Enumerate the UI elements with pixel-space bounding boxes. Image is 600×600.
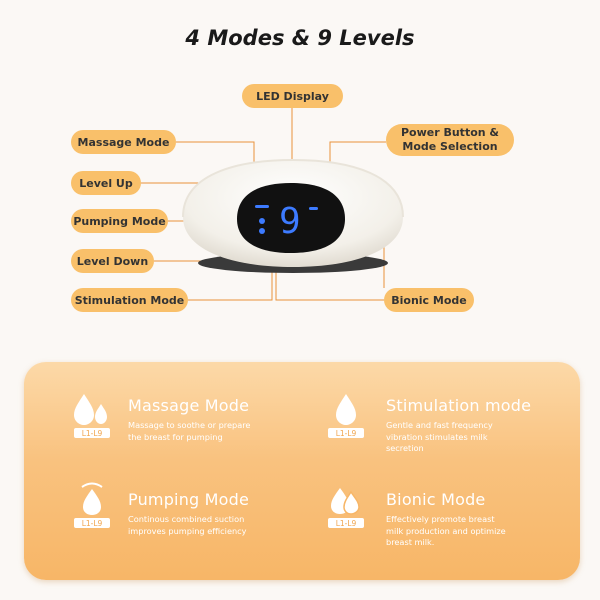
mode-name: Massage Mode [128, 396, 250, 415]
level-badge: L1-L9 [82, 429, 103, 438]
label-level-up: Level Up [71, 171, 141, 195]
led-display: 9 [279, 201, 301, 242]
led-digit: 9 [279, 201, 301, 242]
level-badge: L1-L9 [82, 519, 103, 528]
level-badge: L1-L9 [336, 429, 357, 438]
led-indicator-2 [259, 218, 265, 224]
overlapping-drops-icon: L1-L9 [328, 488, 364, 528]
led-indicator-3 [259, 228, 265, 234]
label-pumping-mode: Pumping Mode [71, 209, 168, 233]
page-title: 4 Modes & 9 Levels [185, 26, 415, 50]
led-indicator-4 [309, 207, 318, 210]
label-level-down: Level Down [71, 249, 154, 273]
mode-desc: Massage to soothe or prepare the breast … [128, 420, 251, 442]
drop-with-arc-icon: L1-L9 [74, 482, 110, 528]
modes-panel: L1-L9 Massage Mode Massage to soothe or … [24, 362, 580, 580]
mode-desc: Gentle and fast frequency vibration stim… [386, 420, 493, 453]
two-drops-icon: L1-L9 [74, 394, 110, 438]
label-massage-mode: Massage Mode [71, 130, 176, 154]
mode-name: Bionic Mode [386, 490, 486, 509]
label-bionic-mode: Bionic Mode [384, 288, 474, 312]
mode-name: Pumping Mode [128, 490, 250, 509]
mode-desc: Effectively promote breast milk producti… [386, 514, 506, 547]
mode-name: Stimulation mode [386, 396, 532, 415]
label-stimulation-mode: Stimulation Mode [71, 288, 188, 312]
label-led-display: LED Display [242, 84, 343, 108]
label-power-button: Power Button & Mode Selection [386, 124, 514, 156]
mode-desc: Continous combined suction improves pump… [128, 514, 247, 536]
single-drop-icon: L1-L9 [328, 394, 364, 438]
led-indicator-1 [255, 205, 269, 208]
breast-pump-device: 9 [182, 158, 404, 273]
level-badge: L1-L9 [336, 519, 357, 528]
